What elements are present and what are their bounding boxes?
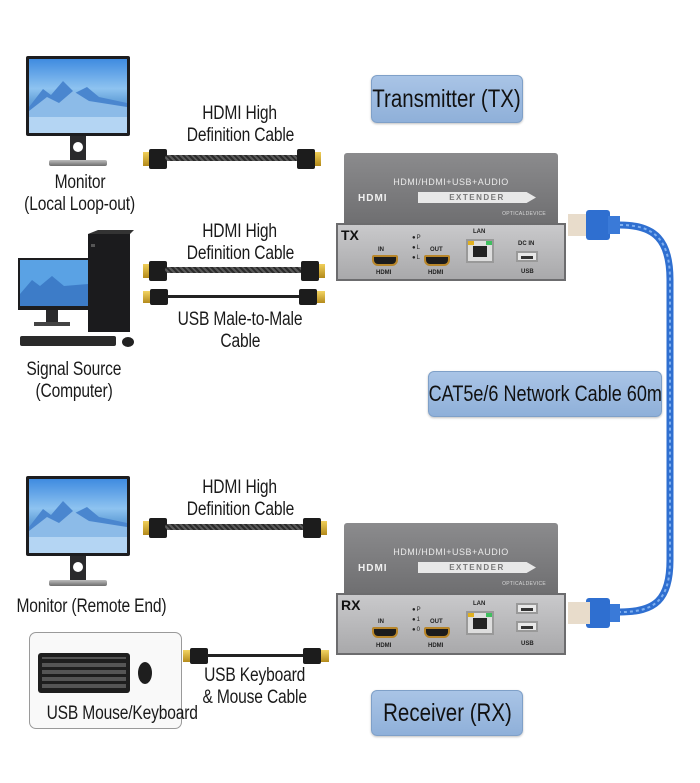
port-out-label: OUT [430,619,443,625]
usb-cable-kbm [183,648,329,664]
port-in-label: IN [378,619,384,625]
hdmi-logo: HDMI [358,563,388,574]
hdmi-out-port [424,255,450,266]
keyboard-mouse-label: USB Mouse/Keyboard [46,703,198,724]
lan-port [466,611,494,635]
remote-monitor-icon [26,476,130,588]
led-0: 0 [412,627,420,633]
hdmi-cable-remote-label: HDMI High Definition Cable [186,477,294,520]
brand-text: OPTICALDEVICE [502,211,546,217]
extender-arrow: EXTENDER [418,562,536,573]
lan-cable [560,200,700,640]
led-power: P [412,607,421,613]
remote-monitor-label: Monitor (Remote End) [16,596,167,617]
usb-label: USB [521,269,534,275]
computer-icon [18,230,138,350]
hdmi-in-port [372,255,398,266]
keyboard-mouse-box: USB Mouse/Keyboard [29,632,198,729]
receiver-title-text: Receiver (RX) [382,698,512,727]
port-out-label: OUT [430,247,443,253]
usb-port-1 [516,603,538,614]
usb-port [516,251,538,262]
rx-tag: RX [341,597,361,613]
local-monitor-label: Monitor (Local Loop-out) [24,172,136,215]
transmitter-title-text: Transmitter (TX) [372,84,522,113]
tx-tag: TX [341,227,359,243]
network-cable-label: CAT5e/6 Network Cable 60m [428,371,662,417]
lan-label: LAN [473,229,486,235]
mountain-wallpaper [29,81,127,133]
hdmi-in-label: HDMI [376,643,392,649]
usb-cable-source [143,289,325,305]
receiver-device: HDMI/HDMI+USB+AUDIO HDMI EXTENDER OPTICA… [336,523,566,655]
led-power: P [412,235,421,241]
device-header-text: HDMI/HDMI+USB+AUDIO [393,177,509,187]
hdmi-in-port [372,627,398,638]
hdmi-cable-local-label: HDMI High Definition Cable [186,103,294,146]
usb-label: USB [521,641,534,647]
extender-arrow: EXTENDER [418,192,536,203]
lan-label: LAN [473,601,486,607]
hdmi-out-label: HDMI [428,643,444,649]
receiver-title: Receiver (RX) [371,690,523,736]
hdmi-cable-local [143,149,321,169]
hdmi-cable-source-label: HDMI High Definition Cable [186,221,294,264]
led-1: 1 [412,617,420,623]
hdmi-out-port [424,627,450,638]
dc-in-label: DC IN [518,241,535,247]
brand-text: OPTICALDEVICE [502,581,546,587]
hdmi-out-label: HDMI [428,270,444,276]
hdmi-logo: HDMI [358,193,388,204]
led-link-2: L [412,255,420,261]
hdmi-cable-remote [143,518,327,538]
port-in-label: IN [378,247,384,253]
lan-port [466,239,494,263]
hdmi-cable-source [143,261,325,281]
led-link: L [412,245,420,251]
transmitter-device: HDMI/HDMI+USB+AUDIO HDMI EXTENDER OPTICA… [336,153,566,281]
usb-port-2 [516,621,538,632]
device-header-text: HDMI/HDMI+USB+AUDIO [393,547,509,557]
usb-cable-source-label: USB Male-to-Male Cable [177,309,303,352]
hdmi-in-label: HDMI [376,270,392,276]
mountain-wallpaper [29,501,127,553]
signal-source-label: Signal Source (Computer) [26,359,122,402]
local-monitor-icon [26,56,130,168]
usb-cable-kbm-label: USB Keyboard & Mouse Cable [202,665,308,708]
transmitter-title: Transmitter (TX) [371,75,523,123]
keyboard-mouse-icon [38,653,152,693]
